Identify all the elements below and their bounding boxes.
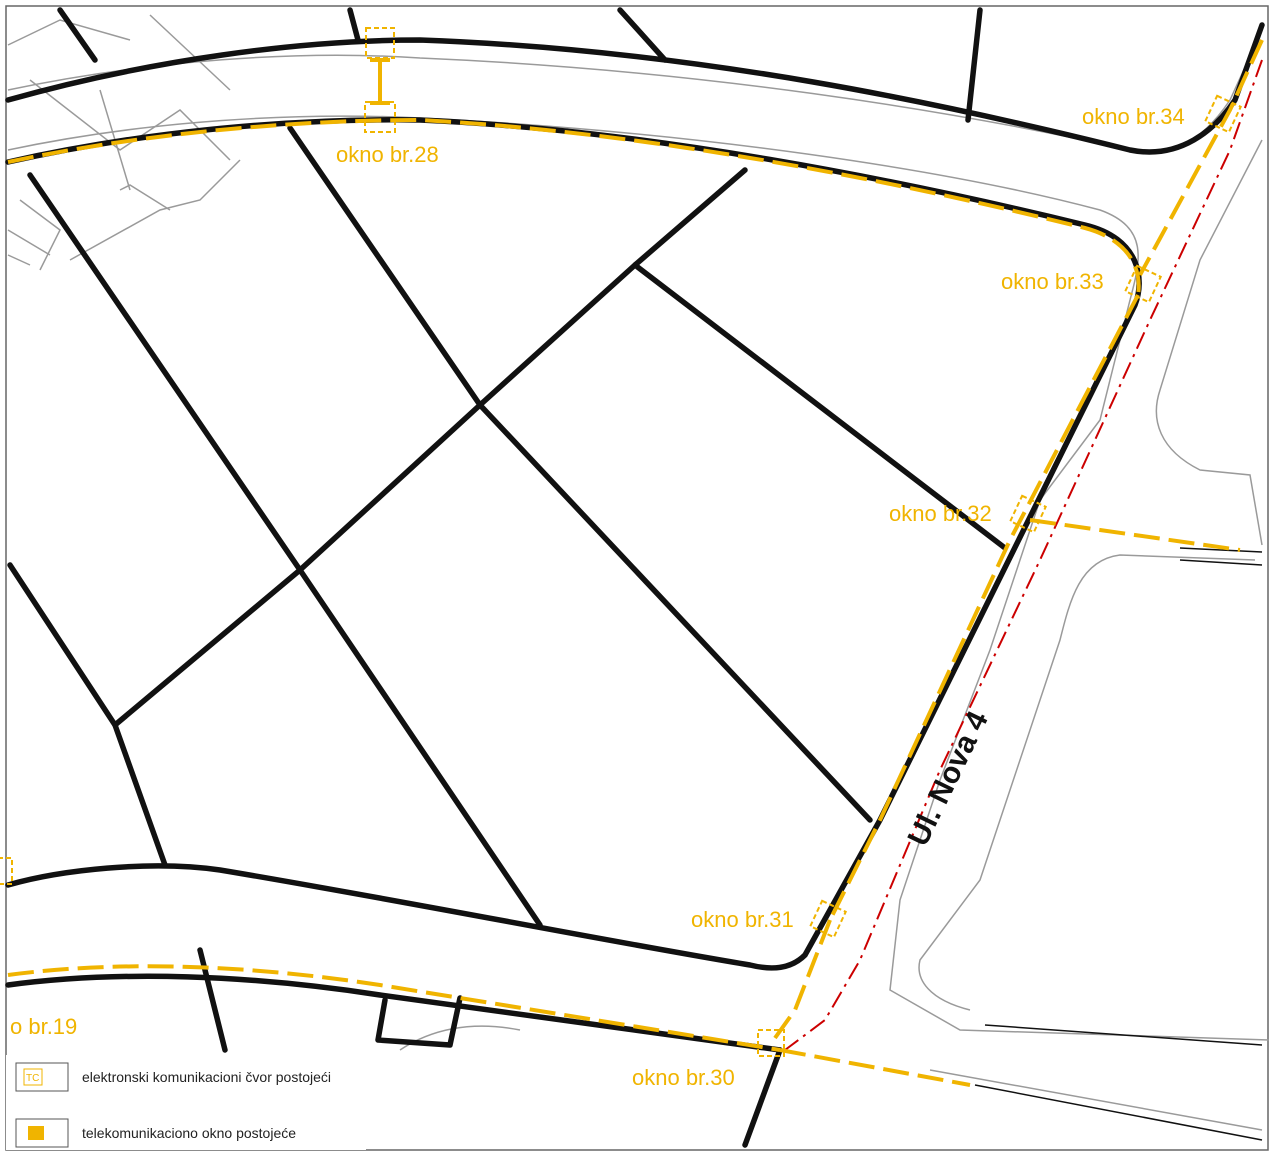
manhole-34-icon: [1203, 94, 1243, 134]
manhole-31-icon: [808, 899, 848, 939]
manhole-left-icon: [0, 857, 13, 885]
street-name-label: Ul. Nova 4: [902, 706, 995, 851]
manhole-label-34: okno br.34: [1082, 104, 1185, 129]
manhole-label-30: okno br.30: [632, 1065, 735, 1090]
street-centerline: [784, 59, 1263, 1051]
legend-manhole-icon: [28, 1126, 44, 1140]
manhole-32-icon: [1008, 494, 1048, 534]
manhole-33-icon: [1123, 264, 1163, 304]
legend-node-symbol: TC: [26, 1073, 39, 1084]
manhole-28-top-icon: [365, 27, 395, 59]
legend-node-label: elektronski komunikacioni čvor postojeći: [82, 1069, 331, 1085]
manhole-label-32: okno br.32: [889, 501, 992, 526]
map-frame: [5, 5, 1269, 1151]
manhole-label-28: okno br.28: [336, 142, 439, 167]
manhole-symbols: [0, 27, 1243, 1057]
manhole-label-31: okno br.31: [691, 907, 794, 932]
telecom-duct: [7, 39, 1264, 1087]
legend-manhole-label: telekomunikaciono okno postojeće: [82, 1125, 296, 1141]
right-road-lines: [974, 547, 1263, 1141]
parcel-lines: [5, 7, 1265, 1148]
legend: TC elektronski komunikacioni čvor postoj…: [6, 1055, 366, 1150]
legend-node-icon: [23, 1068, 43, 1086]
manhole-label-33: okno br.33: [1001, 269, 1104, 294]
manhole-28-icon: [364, 101, 396, 133]
manhole-label-19: o br.19: [10, 1014, 77, 1039]
duct-connector-28: [370, 58, 390, 105]
manhole-30-icon: [757, 1029, 785, 1057]
